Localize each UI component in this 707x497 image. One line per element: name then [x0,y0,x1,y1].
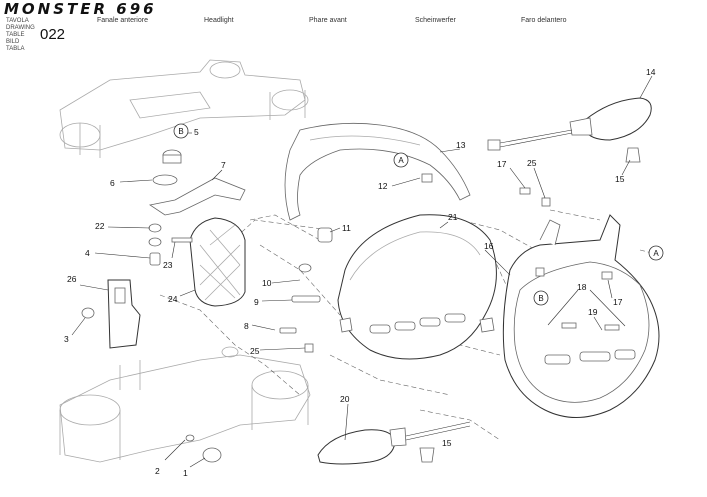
callout-5: 5 [194,127,199,137]
brand-title: MONSTER 696 [4,0,157,18]
turn-indicator-upper [499,97,652,148]
callout-15-lower: 15 [442,438,452,448]
reference-mark-a-left: A [393,152,409,168]
callout-3: 3 [64,334,69,344]
callout-19: 19 [588,307,598,317]
headlight-bracket [502,214,660,418]
callout-24: 24 [168,294,178,304]
callout-8: 8 [244,321,249,331]
callout-10: 10 [262,278,272,288]
table-number: 022 [40,26,66,43]
table-label-stack: TAVOLA DRAWING TABLE BILD TABLA [6,18,35,53]
title-spanish: Faro delantero [521,17,567,24]
callout-9: 9 [254,297,259,307]
headlight-body [337,214,497,360]
callout-20: 20 [340,394,350,404]
table-label: BILD [6,39,20,45]
reference-mark-text: B [538,294,543,303]
mounting-plate-slot [114,287,126,304]
table-label: DRAWING [6,25,35,31]
table-label: TAVOLA [6,18,29,24]
callout-4: 4 [85,248,90,258]
callout-14: 14 [646,67,656,77]
callout-12: 12 [378,181,388,191]
callout-6: 6 [110,178,115,188]
reference-mark-b-upper: B [173,123,189,139]
callout-1: 1 [183,468,188,478]
reference-mark-b-lower: B [533,290,549,306]
callout-labels: 1 2 3 4 5 6 7 8 9 10 11 12 13 14 15 15 1… [64,67,656,478]
callout-26: 26 [67,274,77,284]
retaining-wire [148,177,246,216]
callout-7: 7 [221,160,226,170]
callout-22: 22 [95,221,105,231]
callout-leaders [71,75,653,468]
small-fasteners [81,139,641,463]
reference-mark-text: B [178,127,183,136]
table-label: TABLE [6,32,25,38]
upper-triple-clamp [59,59,309,158]
title-french: Phare avant [309,17,347,24]
callout-17-lower: 17 [613,297,623,307]
callout-2: 2 [155,466,160,476]
reference-mark-a-right: A [648,245,664,261]
reference-mark-text: A [398,156,404,165]
callout-21: 21 [448,212,458,222]
drawing-header: MONSTER 696 TAVOLA DRAWING TABLE BILD TA… [0,0,707,53]
title-italian: Fanale anteriore [97,17,148,24]
turn-indicator-lower [317,421,471,465]
callout-11: 11 [342,223,351,233]
reference-mark-text: A [653,249,659,258]
title-german: Scheinwerfer [415,17,456,24]
grille-cover [189,217,246,307]
callout-13: 13 [456,140,466,150]
table-label: TABLA [6,46,25,52]
lower-triple-clamp [59,346,311,463]
callout-25-lower: 25 [250,346,260,356]
callout-15-upper: 15 [615,174,625,184]
title-english: Headlight [204,17,234,24]
headlight-cowl [284,122,471,221]
callout-17-upper: 17 [497,159,507,169]
callout-23: 23 [163,260,173,270]
callout-25-upper: 25 [527,158,537,168]
callout-16: 16 [484,241,494,251]
callout-18: 18 [577,282,587,292]
